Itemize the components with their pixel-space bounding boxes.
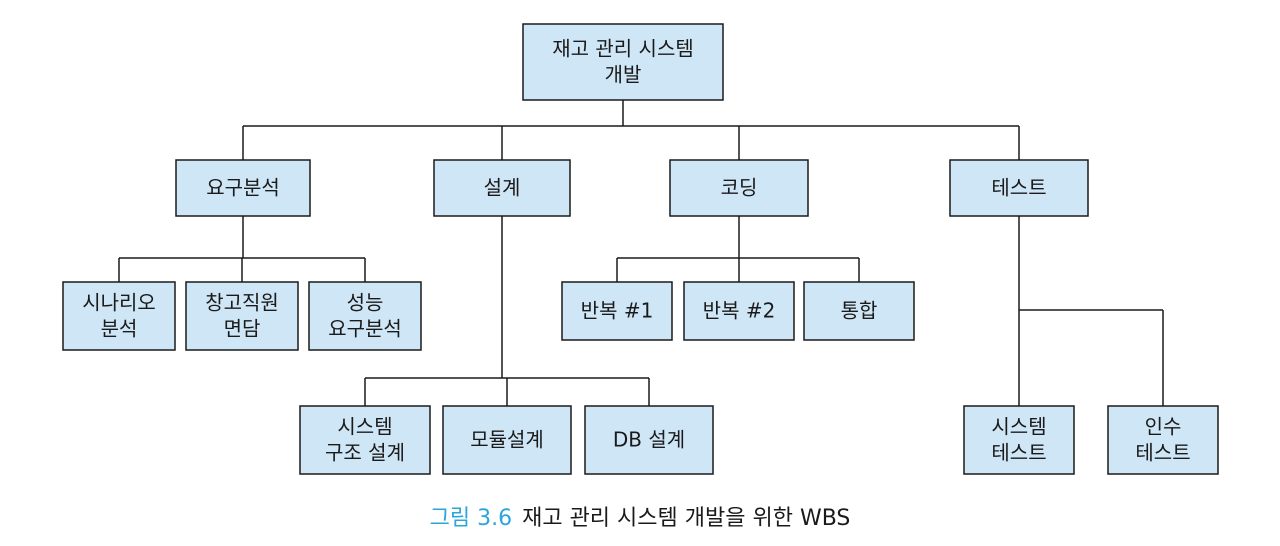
node-root-label: 개발 <box>605 63 642 87</box>
node-phase-코딩-box <box>669 159 809 217</box>
node-phase-설계-box <box>433 159 571 217</box>
node-task-반복-2-label: 반복 #2 <box>703 299 776 323</box>
node-task-창고직원-면담-label: 창고직원 <box>205 291 279 315</box>
node-task-시스템-구조-설계-label: 구조 설계 <box>325 441 405 465</box>
node-task-DB-설계: DB 설계 <box>584 405 714 475</box>
node-task-반복-2-box <box>683 281 795 341</box>
node-task-시스템-구조-설계-label: 시스템 <box>337 415 392 439</box>
node-task-통합-box <box>803 281 915 341</box>
node-phase-코딩: 코딩 <box>669 159 809 217</box>
node-phase-설계: 설계 <box>433 159 571 217</box>
node-task-시나리오-분석-label: 분석 <box>101 317 138 341</box>
node-phase-테스트-box <box>949 159 1089 217</box>
node-task-모듈설계-label: 모듈설계 <box>470 428 544 452</box>
node-task-반복-1-box <box>561 281 673 341</box>
node-phase-코딩-label: 코딩 <box>721 176 758 200</box>
node-task-인수-테스트-box <box>1107 405 1219 475</box>
node-task-통합: 통합 <box>803 281 915 341</box>
node-phase-요구분석-box <box>175 159 311 217</box>
node-task-모듈설계-box <box>442 405 572 475</box>
node-layer: 재고 관리 시스템개발요구분석시나리오분석창고직원면담성능요구분석설계시스템구조… <box>62 23 1219 475</box>
node-phase-요구분석: 요구분석 <box>175 159 311 217</box>
node-task-반복-1-label: 반복 #1 <box>581 299 654 323</box>
node-phase-요구분석-label: 요구분석 <box>206 176 280 200</box>
node-task-성능-요구분석-label: 성능 <box>347 291 384 315</box>
node-task-반복-1: 반복 #1 <box>561 281 673 341</box>
node-task-모듈설계: 모듈설계 <box>442 405 572 475</box>
node-task-인수-테스트-label: 인수 <box>1145 415 1182 439</box>
node-task-시스템-구조-설계-box <box>299 405 431 475</box>
node-task-성능-요구분석-label: 요구분석 <box>328 317 402 341</box>
node-task-시스템-테스트-box <box>963 405 1075 475</box>
node-task-시나리오-분석-label: 시나리오 <box>82 291 156 315</box>
node-root-box <box>522 23 724 101</box>
node-task-창고직원-면담-box <box>185 281 299 351</box>
node-task-DB-설계-label: DB 설계 <box>613 428 685 452</box>
node-phase-테스트-label: 테스트 <box>991 176 1046 200</box>
figure-caption: 그림 3.6 재고 관리 시스템 개발을 위한 WBS <box>0 500 1280 532</box>
node-task-성능-요구분석-box <box>308 281 422 351</box>
figure-caption-text: 재고 관리 시스템 개발을 위한 WBS <box>522 506 851 531</box>
node-phase-설계-label: 설계 <box>484 176 521 200</box>
node-phase-테스트: 테스트 <box>949 159 1089 217</box>
node-task-시나리오-분석-box <box>62 281 176 351</box>
node-task-통합-label: 통합 <box>841 299 878 323</box>
node-task-시스템-테스트-label: 시스템 <box>991 415 1046 439</box>
figure-label: 그림 3.6 <box>429 506 513 531</box>
node-task-시스템-테스트-label: 테스트 <box>991 441 1046 465</box>
node-task-DB-설계-box <box>584 405 714 475</box>
node-root-label: 재고 관리 시스템 <box>552 37 694 61</box>
node-task-창고직원-면담-label: 면담 <box>224 317 261 341</box>
node-task-반복-2: 반복 #2 <box>683 281 795 341</box>
node-task-인수-테스트-label: 테스트 <box>1135 441 1190 465</box>
connector-lines <box>118 100 1164 406</box>
